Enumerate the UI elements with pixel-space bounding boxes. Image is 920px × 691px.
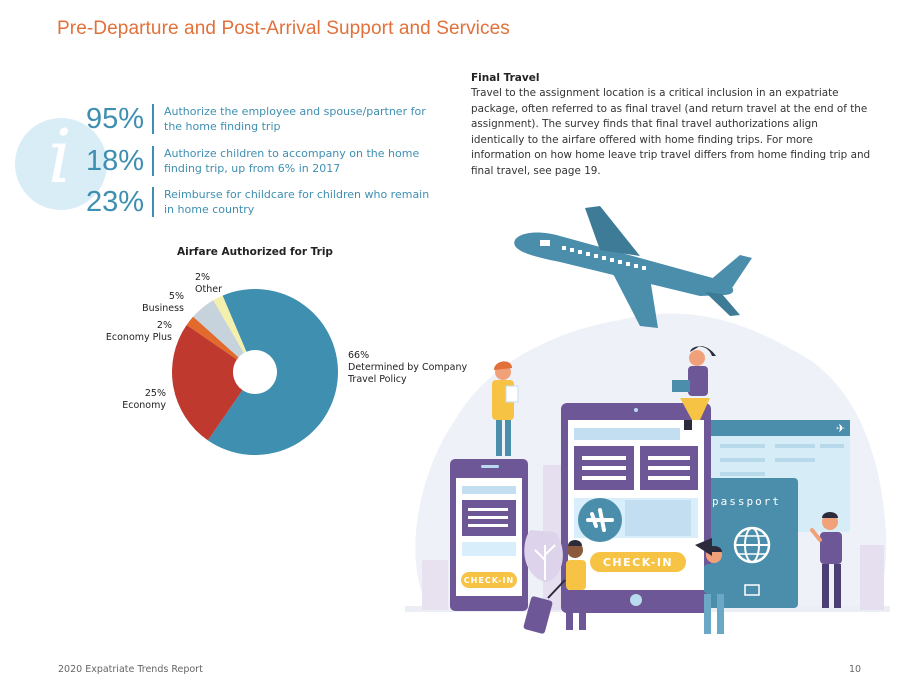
stat-row: 23% Reimburse for childcare for children… bbox=[82, 187, 434, 217]
phone-checkin-text: CHECK-IN bbox=[464, 576, 514, 585]
slice-label-business: 5% Business bbox=[120, 291, 184, 315]
page-title: Pre-Departure and Post-Arrival Support a… bbox=[57, 18, 510, 39]
slice-name-business: Business bbox=[142, 303, 184, 314]
stat-description: Authorize the employee and spouse/partne… bbox=[164, 105, 426, 133]
slice-name-economy-plus: Economy Plus bbox=[105, 332, 172, 343]
stat-divider bbox=[152, 146, 154, 176]
person-waving bbox=[810, 512, 842, 608]
stat-divider bbox=[152, 104, 154, 134]
stat-description: Authorize children to accompany on the h… bbox=[164, 147, 420, 175]
slice-value-economy: 25% bbox=[144, 388, 166, 399]
info-icon: i bbox=[48, 114, 72, 200]
slice-value-company-policy: 66% bbox=[348, 350, 370, 361]
passport: passport bbox=[706, 478, 798, 608]
footer-page-number: 10 bbox=[849, 664, 862, 675]
stat-row: 18% Authorize children to accompany on t… bbox=[82, 146, 434, 176]
pie-slice-economy bbox=[172, 324, 243, 441]
slice-label-economy-plus: 2% Economy Plus bbox=[100, 320, 172, 344]
stat-percent: 95% bbox=[85, 102, 144, 135]
final-travel-body: Travel to the assignment location is a c… bbox=[471, 87, 871, 177]
slice-value-business: 5% bbox=[168, 291, 184, 302]
person-with-document bbox=[492, 361, 519, 456]
building bbox=[860, 545, 884, 610]
final-travel-heading: Final Travel bbox=[471, 72, 540, 84]
footer-report-name: 2020 Expatriate Trends Report bbox=[58, 664, 203, 675]
info-bubble bbox=[15, 118, 107, 210]
pie-slice-business bbox=[193, 300, 244, 358]
pie-slice-other bbox=[213, 295, 247, 353]
slice-label-economy: 25% Economy bbox=[110, 388, 166, 412]
slice-label-company-policy: 66% Determined by Company Travel Policy bbox=[348, 350, 468, 386]
building bbox=[422, 560, 448, 610]
person-with-luggage bbox=[523, 540, 586, 634]
stat-divider bbox=[152, 187, 154, 217]
slice-name-economy: Economy bbox=[122, 400, 166, 411]
slice-value-economy-plus: 2% bbox=[156, 320, 172, 331]
passport-text: passport bbox=[712, 495, 781, 508]
svg-text:✈: ✈ bbox=[836, 422, 845, 435]
tablet-device: CHECK-IN bbox=[561, 403, 711, 613]
slice-name-company-policy: Determined by Company Travel Policy bbox=[348, 362, 468, 385]
stat-description: Reimburse for childcare for children who… bbox=[164, 188, 430, 216]
airplane-icon bbox=[514, 206, 752, 328]
pie-slice-determined-by-company-travel-policy bbox=[207, 288, 338, 455]
slice-name-other: Other bbox=[195, 284, 222, 295]
plant-icon bbox=[524, 530, 563, 582]
person-with-megaphone bbox=[695, 538, 724, 634]
person-with-laptop bbox=[672, 346, 716, 430]
phone-device: CHECK-IN bbox=[450, 459, 528, 611]
tablet-checkin-text: CHECK-IN bbox=[603, 556, 673, 569]
chart-title: Airfare Authorized for Trip bbox=[177, 246, 333, 258]
pie-slice-economy-plus bbox=[186, 316, 239, 360]
slice-label-other: 2% Other bbox=[195, 272, 222, 296]
stat-percent: 23% bbox=[85, 185, 144, 218]
stat-percent: 18% bbox=[85, 144, 144, 177]
slice-value-other: 2% bbox=[195, 272, 211, 283]
stat-row: 95% Authorize the employee and spouse/pa… bbox=[82, 104, 434, 134]
